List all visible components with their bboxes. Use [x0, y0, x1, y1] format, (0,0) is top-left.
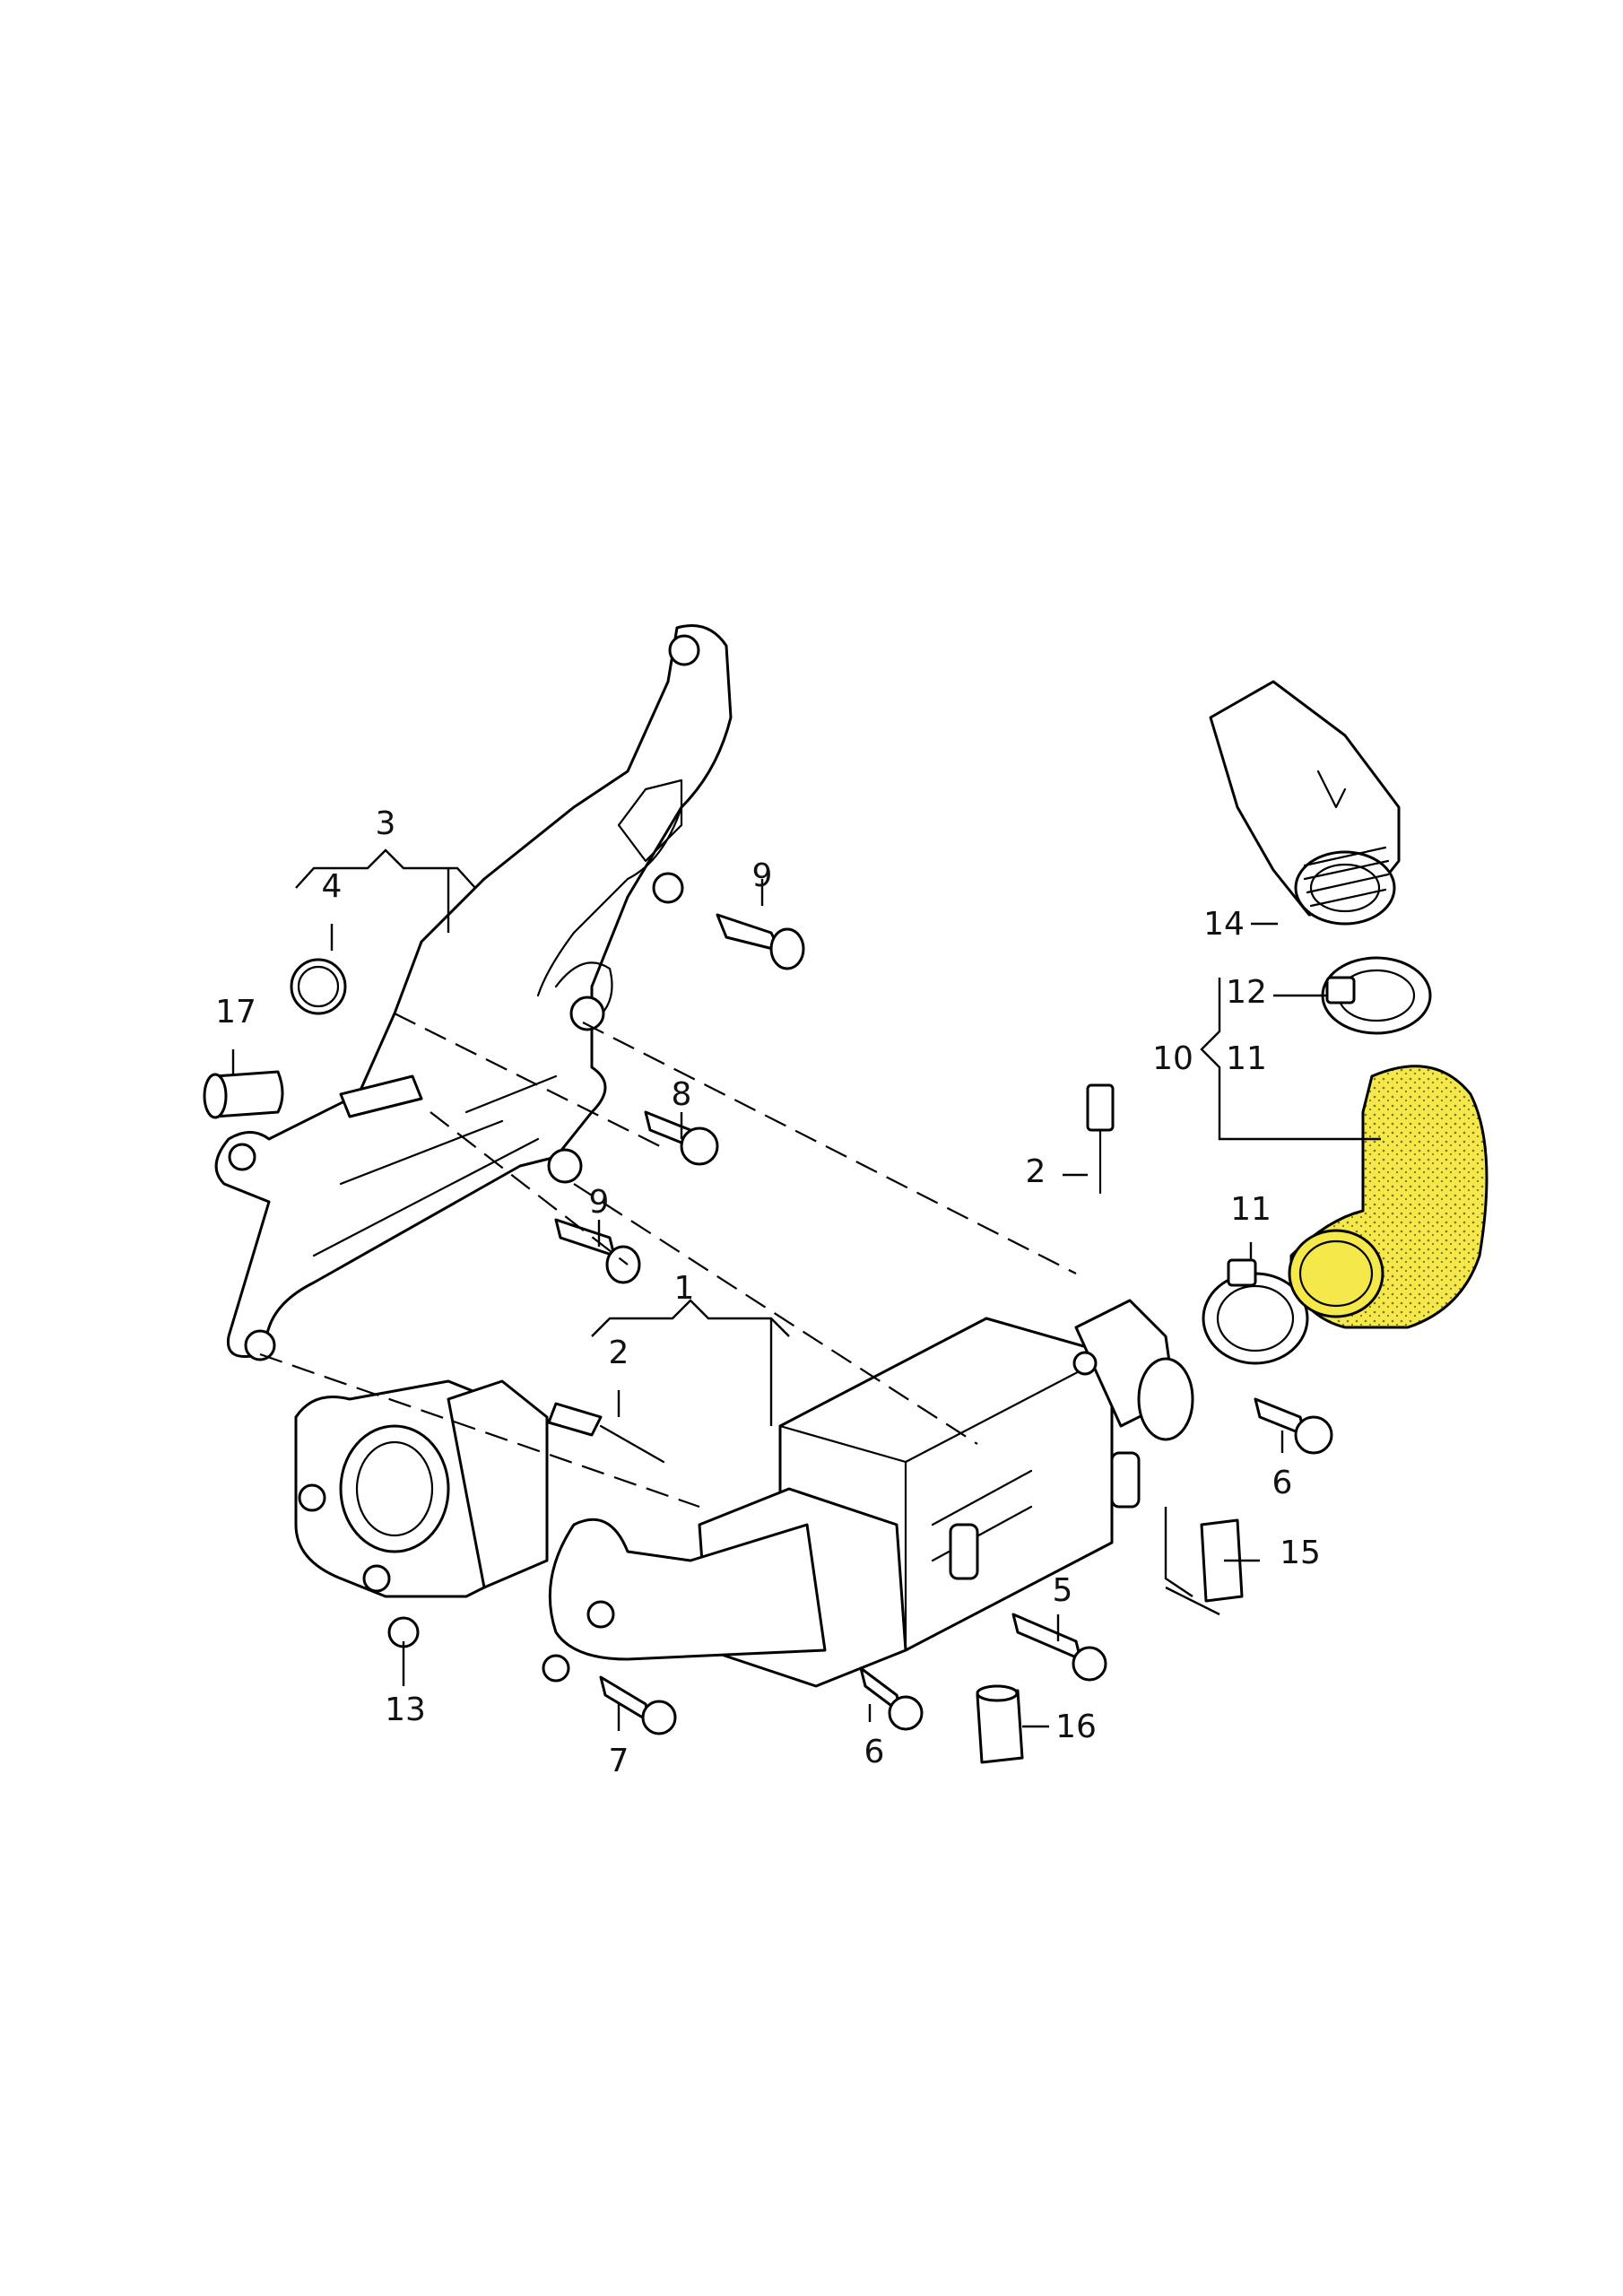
callout-11-lower: 11 — [1230, 1191, 1271, 1228]
callout-16: 16 — [1055, 1709, 1097, 1745]
o-ring-4 — [290, 958, 347, 1015]
callout-15: 15 — [1280, 1535, 1321, 1571]
callout-1: 1 — [674, 1270, 695, 1307]
callout-7: 7 — [609, 1743, 629, 1779]
callout-6-right: 6 — [1272, 1465, 1293, 1501]
assembly-lines — [259, 1013, 1077, 1509]
callout-5: 5 — [1053, 1572, 1073, 1609]
callout-6-bottom: 6 — [864, 1734, 885, 1770]
stud-17 — [339, 1074, 423, 1118]
callout-17: 17 — [215, 994, 256, 1031]
charge-air-cooler — [542, 1299, 1194, 1688]
intake-pipe — [1209, 680, 1401, 926]
callout-11-upper: 11 — [1226, 1040, 1267, 1077]
callout-labels: 1 2 2 3 4 5 6 6 7 8 9 9 10 11 11 12 13 1… — [215, 805, 1321, 1779]
highlighted-air-hose — [1282, 1049, 1506, 1336]
sealant-tube-16 — [976, 1684, 1024, 1764]
leader-lines — [231, 848, 1381, 1731]
callout-9-upper: 9 — [752, 857, 773, 894]
bolt-9-upper — [716, 913, 805, 970]
callout-10: 10 — [1152, 1040, 1193, 1077]
throttle-body — [294, 1379, 549, 1648]
callout-4: 4 — [322, 868, 343, 905]
sealant-tube-17 — [203, 1070, 284, 1119]
callout-3: 3 — [376, 805, 396, 842]
callout-2-lower: 2 — [609, 1335, 629, 1371]
bolt-5 — [1011, 1613, 1107, 1682]
callout-14: 14 — [1203, 906, 1245, 943]
hose-clamp-upper — [1321, 956, 1432, 1035]
bolt-8 — [644, 1110, 719, 1166]
bolt-6-right — [1254, 1397, 1333, 1455]
sealant-tube-15 — [1200, 1518, 1244, 1603]
bolt-9-lower — [554, 1218, 641, 1284]
temperature-sensor-2-lower — [547, 1402, 665, 1464]
callout-2-upper: 2 — [1026, 1153, 1046, 1190]
callout-9-lower: 9 — [589, 1184, 610, 1221]
hose-clamp-lower — [1202, 1258, 1309, 1365]
temperature-sensor-2-upper — [1086, 1083, 1115, 1195]
callout-13: 13 — [385, 1692, 426, 1728]
callout-8: 8 — [672, 1076, 692, 1113]
callout-12: 12 — [1226, 974, 1267, 1011]
air-hose-end — [1288, 1229, 1384, 1318]
bolt-6-bottom — [859, 1666, 924, 1731]
bolt-7 — [599, 1675, 677, 1735]
mounting-bracket — [214, 624, 733, 1361]
